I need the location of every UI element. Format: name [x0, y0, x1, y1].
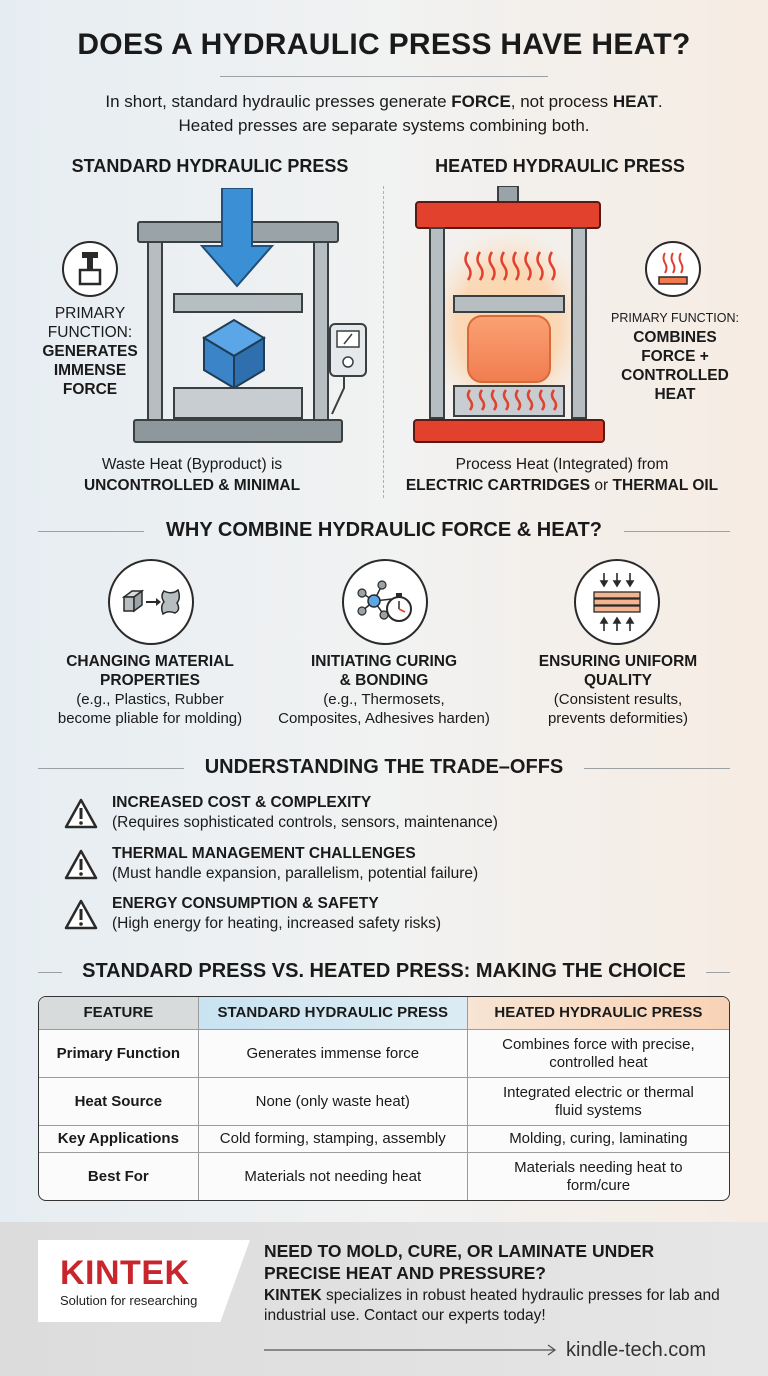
why-rule-right — [624, 531, 730, 532]
table-row: Heat Source None (only waste heat) Integ… — [39, 1078, 729, 1127]
row-feature: Best For — [39, 1153, 199, 1200]
comparison-table: FEATURE STANDARD HYDRAULIC PRESS HEATED … — [38, 996, 730, 1201]
uniform-pressure-icon — [574, 559, 660, 645]
row-standard: Generates immense force — [198, 1030, 468, 1079]
title-divider — [220, 76, 548, 77]
page-title: DOES A HYDRAULIC PRESS HAVE HEAT? — [77, 28, 691, 61]
row-heated: Combines force with precise,controlled h… — [467, 1030, 729, 1079]
trade-rule-right — [584, 768, 730, 769]
comparison-section-title: STANDARD PRESS VS. HEATED PRESS: MAKING … — [82, 960, 686, 982]
hydraulic-piston-icon — [62, 241, 118, 297]
column-divider — [383, 186, 384, 498]
website-link[interactable]: kindle-tech.com — [566, 1339, 707, 1361]
heated-press-title: HEATED HYDRAULIC PRESS — [435, 156, 685, 176]
standard-press-illustration — [133, 188, 367, 443]
tradeoff-item-thermal: THERMAL MANAGEMENT CHALLENGES (Must hand… — [60, 845, 740, 889]
header-feature: FEATURE — [39, 997, 199, 1030]
why-item-curing: INITIATING CURING & BONDING (e.g., Therm… — [278, 653, 490, 727]
warning-icon — [64, 849, 98, 880]
table-row: Key Applications Cold forming, stamping,… — [39, 1126, 729, 1154]
trade-rule-left — [38, 768, 184, 769]
why-item-quality: ENSURING UNIFORM QUALITY (Consistent res… — [538, 653, 698, 727]
why-rule-left — [38, 531, 144, 532]
row-heated: Molding, curing, laminating — [467, 1126, 729, 1154]
heated-caption: Process Heat (Integrated) from ELECTRIC … — [405, 456, 719, 494]
cta-heading: NEED TO MOLD, CURE, OR LAMINATE UNDER PR… — [264, 1241, 655, 1283]
heated-press-illustration — [413, 186, 605, 443]
tradeoffs-section-title: UNDERSTANDING THE TRADE–OFFS — [204, 756, 564, 778]
table-row: Primary Function Generates immense force… — [39, 1030, 729, 1079]
logo-tagline: Solution for researching — [60, 1293, 198, 1308]
cta-body: KINTEK specializes in robust heated hydr… — [264, 1287, 720, 1324]
heat-plate-icon — [645, 241, 701, 297]
intro-text: In short, standard hydraulic presses gen… — [105, 92, 663, 135]
heated-function-label: PRIMARY FUNCTION: COMBINES FORCE + CONTR… — [610, 311, 740, 403]
row-standard: Materials not needing heat — [199, 1153, 468, 1200]
arrow-line-icon — [264, 1344, 557, 1356]
table-row: Best For Materials not needing heat Mate… — [39, 1153, 729, 1200]
compare-rule-left — [38, 972, 62, 973]
row-feature: Key Applications — [39, 1126, 199, 1154]
header-heated: HEATED HYDRAULIC PRESS — [467, 997, 729, 1030]
kintek-logo: KINTEK — [60, 1254, 190, 1292]
material-change-icon — [108, 559, 194, 645]
compare-rule-right — [706, 972, 730, 973]
header-standard: STANDARD HYDRAULIC PRESS — [198, 997, 468, 1030]
standard-function-label: PRIMARY FUNCTION: GENERATES IMMENSE FORC… — [42, 305, 138, 398]
logo-box — [38, 1240, 250, 1322]
warning-icon — [64, 899, 98, 930]
tradeoff-item-cost: INCREASED COST & COMPLEXITY (Requires so… — [60, 794, 740, 838]
row-feature: Primary Function — [39, 1030, 199, 1079]
row-feature: Heat Source — [39, 1078, 199, 1127]
table-header-row: FEATURE STANDARD HYDRAULIC PRESS HEATED … — [39, 997, 729, 1030]
tradeoff-item-energy: ENERGY CONSUMPTION & SAFETY (High energy… — [60, 895, 740, 939]
standard-press-title: STANDARD HYDRAULIC PRESS — [71, 156, 349, 176]
why-item-material: CHANGING MATERIAL PROPERTIES (e.g., Plas… — [57, 653, 243, 727]
row-standard: Cold forming, stamping, assembly — [198, 1126, 468, 1154]
curing-molecule-icon — [342, 559, 428, 645]
standard-caption: Waste Heat (Byproduct) is UNCONTROLLED &… — [83, 456, 301, 494]
warning-icon — [64, 798, 98, 829]
row-standard: None (only waste heat) — [198, 1078, 468, 1127]
why-section-title: WHY COMBINE HYDRAULIC FORCE & HEAT? — [166, 519, 602, 541]
